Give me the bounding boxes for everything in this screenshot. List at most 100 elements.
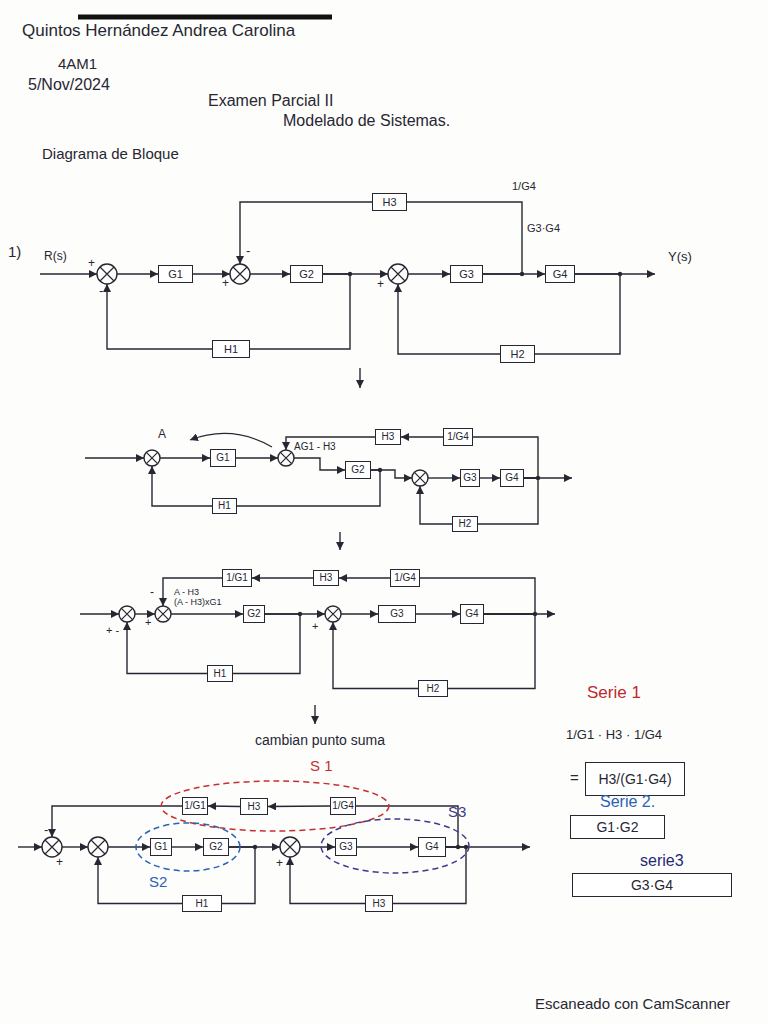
signal-wire [359, 368, 360, 388]
signal-line [407, 202, 522, 274]
annotation-text: = [570, 770, 579, 787]
annotation-text: + [222, 277, 229, 290]
annotation-text: Escaneado con CamScanner [535, 996, 730, 1013]
transfer-block: H3 [313, 570, 339, 586]
annotation-text: + [88, 257, 95, 270]
signal-wire [240, 202, 372, 264]
result-box: G1·G2 [570, 815, 665, 839]
annotation-text: + [377, 278, 384, 291]
block-label: 1/G4 [394, 573, 416, 583]
transfer-block: H3 [365, 895, 393, 912]
signal-wire [18, 846, 42, 847]
block-label: H2 [510, 349, 524, 360]
summing-junction [280, 837, 300, 857]
signal-wire [193, 273, 230, 274]
block-label: H3 [382, 197, 396, 208]
annotation-text: (A - H3)xG1 [174, 598, 222, 608]
result-box: H3/(G1·G4) [585, 762, 685, 796]
summing-junction [144, 450, 160, 466]
junction-cross [283, 840, 297, 854]
transfer-block: H1 [212, 498, 237, 514]
summing-junction [97, 264, 117, 284]
transfer-block: G1 [158, 265, 193, 283]
transfer-block: G2 [243, 605, 265, 623]
junction-cross [327, 608, 338, 619]
signal-line [268, 805, 330, 807]
annotation-text: + [312, 620, 318, 632]
transfer-block: 1/G1 [182, 797, 208, 815]
signal-wire [40, 273, 97, 274]
junction-circle [144, 450, 160, 466]
signal-wire [250, 273, 290, 274]
junction-cross [280, 452, 291, 463]
signal-wire [333, 622, 418, 689]
signal-wire [300, 846, 335, 847]
signal-wire [107, 284, 212, 349]
signal-wire [98, 857, 182, 904]
signal-line [172, 846, 203, 847]
transfer-block: 1/G4 [390, 569, 420, 587]
junction-circle [97, 264, 117, 284]
signal-wire [290, 857, 365, 904]
annotation-text: - [246, 244, 250, 258]
signal-line [401, 436, 443, 437]
annotation-text: Y(s) [668, 250, 692, 264]
summing-junction [230, 264, 250, 284]
annotation-text: 1/G4 [512, 180, 536, 192]
annotation-text: Serie 2. [600, 793, 655, 811]
signal-wire [314, 705, 315, 724]
junction-circle [280, 837, 300, 857]
annotation-text: serie3 [640, 852, 684, 870]
transfer-block: G4 [500, 469, 524, 487]
signal-line [339, 577, 390, 578]
annotation-text: - [44, 823, 48, 837]
signal-wire [171, 613, 243, 614]
series-group: S 11/G1H31/G4 [160, 780, 390, 832]
summing-junction [119, 606, 135, 622]
group-label: S2 [149, 874, 167, 889]
group-label: S 1 [310, 758, 333, 773]
transfer-block: 1/G4 [330, 797, 356, 815]
block-label: H2 [427, 684, 440, 694]
block-label: 1/G1 [184, 801, 206, 811]
block-label: G4 [465, 609, 478, 619]
block-label: G1·G2 [596, 820, 638, 834]
signal-line [480, 477, 500, 478]
junction-circle [230, 264, 250, 284]
annotation-text: A [158, 428, 166, 441]
junction-cross [100, 267, 114, 281]
summing-junction [88, 837, 108, 857]
annotation-text: R(s) [44, 250, 67, 263]
scan-bar [78, 15, 332, 20]
series-group: S3G3G4 [320, 818, 470, 874]
block-label: G4 [553, 269, 568, 280]
block-label: H3 [373, 899, 386, 909]
block-label: H3 [320, 573, 333, 583]
signal-wire [62, 846, 88, 847]
transfer-block: 1/G1 [222, 569, 252, 587]
block-label: G1 [216, 453, 229, 463]
transfer-block: H1 [207, 665, 233, 682]
signal-line [448, 614, 535, 689]
annotation-text: AG1 - H3 [294, 441, 336, 452]
junction-circle [325, 606, 341, 622]
block-label: H2 [459, 519, 472, 529]
summing-junction [42, 837, 62, 857]
dashed-ellipse [321, 819, 469, 873]
annotation-text: 1/G1 · H3 · 1/G4 [566, 728, 662, 742]
transfer-block: G3 [335, 838, 357, 856]
transfer-block: H3 [240, 798, 268, 815]
block-label: H3/(G1·G4) [598, 772, 671, 786]
transfer-block: H2 [500, 345, 535, 363]
signal-wire [52, 806, 182, 837]
block-label: H1 [224, 344, 238, 355]
transfer-block: G3 [378, 605, 416, 623]
annotation-text: 4AM1 [58, 56, 97, 73]
transfer-block: G4 [545, 265, 575, 283]
transfer-block: G1 [150, 838, 172, 856]
signal-line [208, 805, 240, 807]
group-label: S3 [448, 804, 466, 819]
block-label: G2 [247, 609, 260, 619]
annotation-text: + [56, 856, 63, 869]
junction-cross [91, 840, 105, 854]
